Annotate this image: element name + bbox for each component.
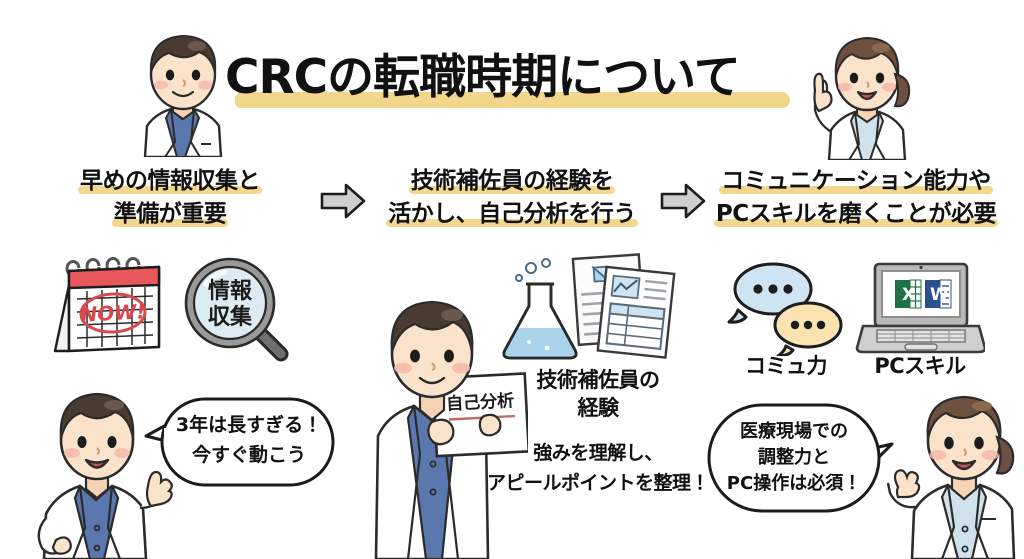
- heading-line: 早めの情報収集と: [78, 166, 262, 197]
- arrow-2: [660, 182, 706, 220]
- caption-step-2: 技術補佐員の 経験: [498, 366, 698, 422]
- heading-line: 準備が重要: [111, 199, 229, 230]
- heading-line: 技術補佐員の経験を: [408, 166, 616, 197]
- heading-line: 活かし、自己分析を行う: [386, 199, 638, 230]
- character-top-left-male-doctor: [125, 22, 240, 157]
- heading-highlight: [78, 186, 262, 194]
- heading-step-2: 技術補佐員の経験を 活かし、自己分析を行う: [362, 166, 662, 230]
- speech-bubble-step-1: 3年は長すぎる！ 今すぐ動こう: [140, 396, 336, 488]
- flask-icon: [495, 258, 591, 362]
- subcaption-line: 強みを理解し、: [533, 442, 663, 464]
- excel-app-letter: X: [902, 285, 915, 305]
- heading-highlight: [719, 186, 993, 194]
- subcaption-step-2: 強みを理解し、 アピールポイントを整理！: [478, 438, 718, 498]
- heading-text: コミュニケーション能力や: [721, 168, 991, 194]
- heading-text: 活かし、自己分析を行う: [388, 201, 636, 227]
- title-text: CRCの転職時期について: [225, 50, 741, 105]
- speech-line: 今すぐ動こう: [191, 444, 306, 466]
- chat-bubbles-icon: [726, 258, 846, 358]
- heading-step-3: コミュニケーション能力や PCスキルを磨くことが必要: [706, 166, 1006, 230]
- documents-icon: [568, 252, 676, 360]
- speech-line: 調整力と: [758, 447, 830, 468]
- notebook-label: 自己分析: [446, 390, 515, 415]
- magnifier-label-line-2: 収集: [208, 304, 253, 330]
- heading-highlight: [408, 186, 616, 194]
- character-step-2-male-with-notebook: 自己分析: [358, 268, 528, 559]
- laptop-icon: X W: [855, 262, 987, 354]
- speech-line: PC操作は必須！: [726, 473, 862, 494]
- title-highlight: [235, 92, 790, 108]
- speech-line: 3年は長すぎる！: [175, 414, 323, 436]
- speech-bubble-step-3: 医療現場での 調整力と PC操作は必須！: [706, 402, 896, 516]
- character-step-1-male: [28, 368, 178, 559]
- calendar-now-label: NOW!: [80, 299, 146, 326]
- heading-highlight: [386, 219, 638, 227]
- subcaption-line: アピールポイントを整理！: [486, 472, 710, 494]
- arrow-1: [320, 182, 366, 220]
- caption-line: 技術補佐員の: [536, 368, 661, 392]
- heading-highlight: [713, 219, 999, 227]
- word-app-letter: W: [930, 285, 949, 305]
- heading-text: PCスキルを磨くことが必要: [715, 201, 997, 227]
- heading-text: 準備が重要: [113, 201, 227, 227]
- heading-text: 技術補佐員の経験を: [410, 168, 614, 194]
- heading-line: PCスキルを磨くことが必要: [713, 199, 999, 230]
- label-pc-skill: PCスキル: [874, 354, 966, 378]
- heading-text: 早めの情報収集と: [80, 168, 261, 194]
- magnifier-label-line-1: 情報: [208, 278, 253, 304]
- page-title: CRCの転職時期について: [225, 46, 805, 118]
- heading-highlight: [111, 219, 229, 227]
- caption-line: 経験: [577, 396, 620, 420]
- character-step-3-female: [878, 383, 1024, 559]
- speech-line: 医療現場での: [740, 421, 848, 442]
- heading-step-1: 早めの情報収集と 準備が重要: [20, 166, 320, 230]
- magnifier-icon: 情報 収集: [183, 256, 291, 364]
- label-komyuryoku: コミュ力: [745, 354, 828, 378]
- calendar-icon: NOW!: [45, 255, 165, 360]
- heading-line: コミュニケーション能力や: [719, 166, 993, 197]
- character-top-right-female-doctor: [795, 22, 920, 160]
